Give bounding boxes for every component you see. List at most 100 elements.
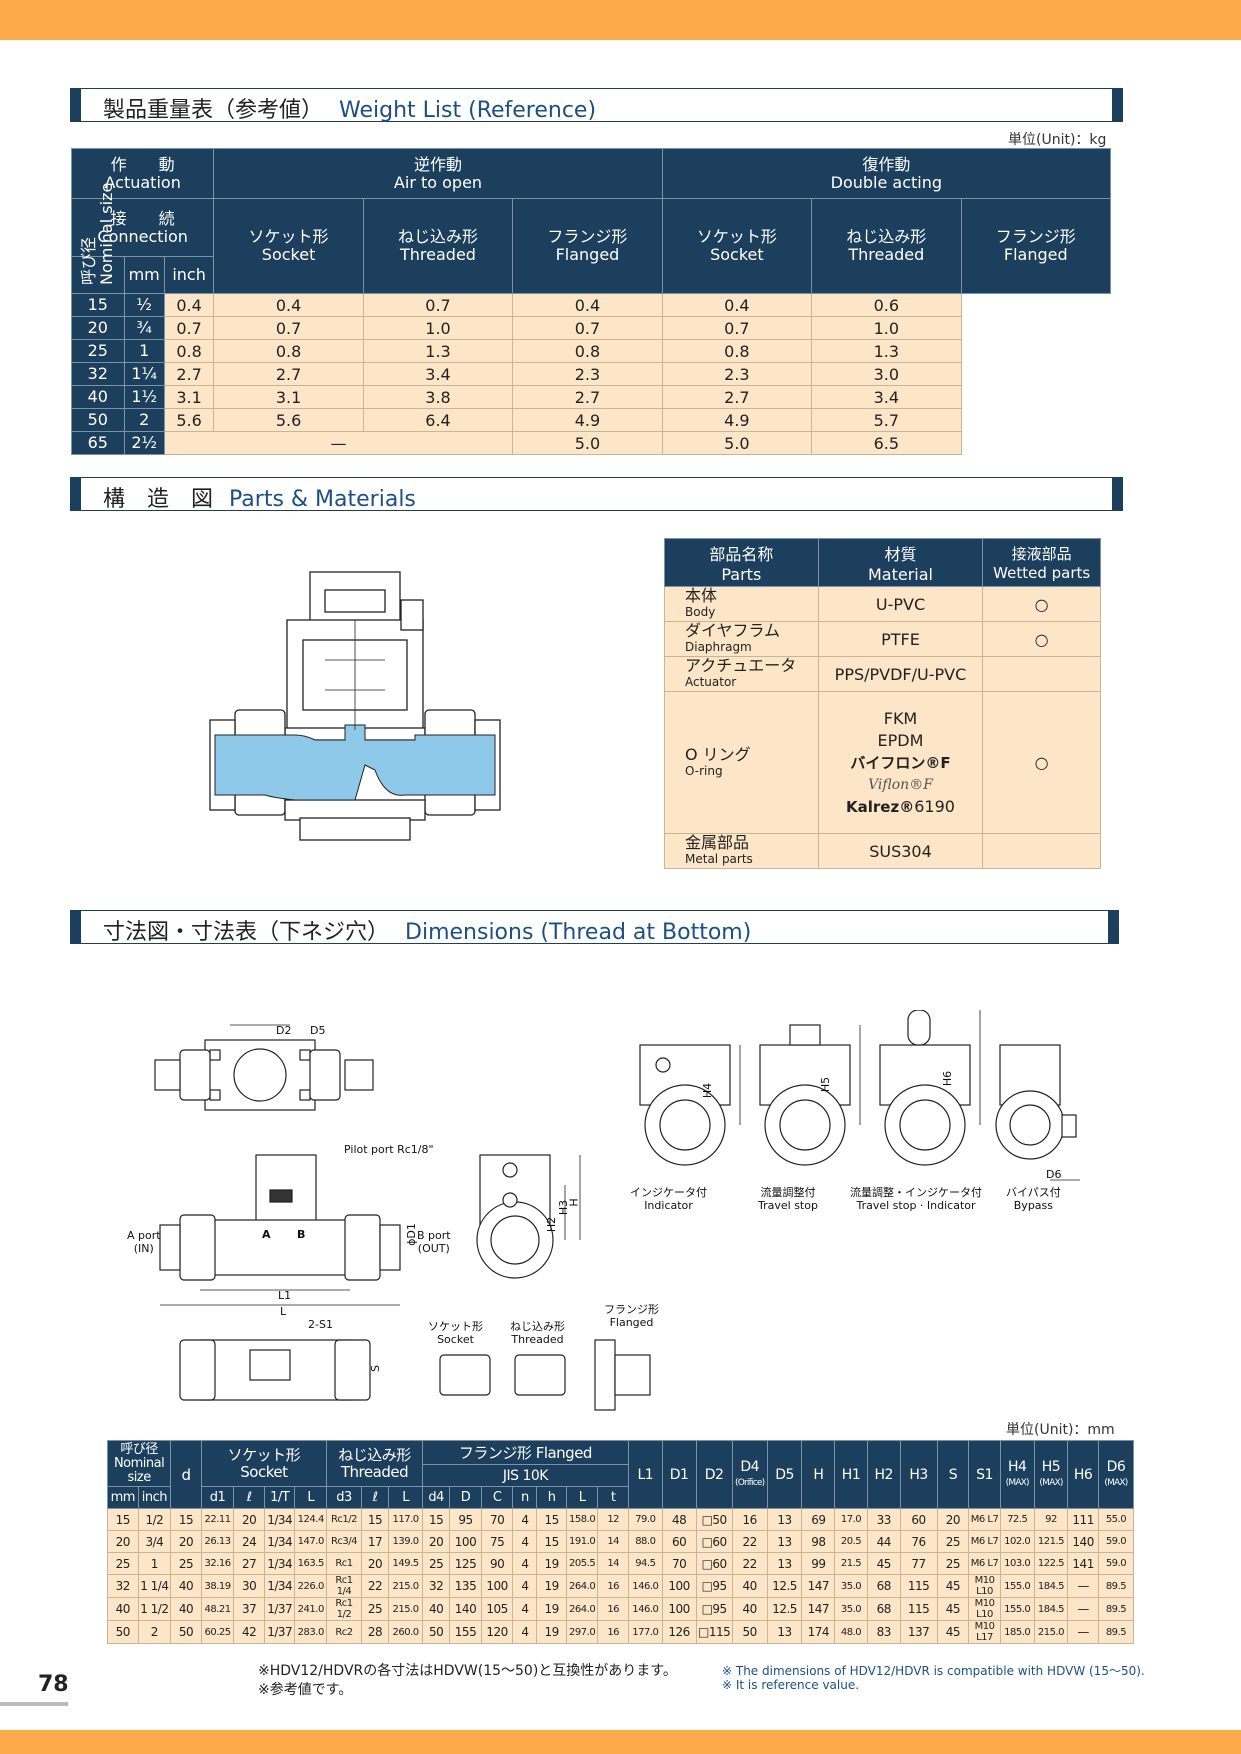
flanged-header: フランジ形 Flanged <box>421 1440 629 1465</box>
dimension-value: 28 <box>360 1620 390 1644</box>
dimension-value: 79.0 <box>627 1508 663 1531</box>
note-compat-en: ※ The dimensions of HDV12/HDVR is compat… <box>722 1664 1145 1678</box>
dimension-value: 191.0 <box>565 1530 599 1553</box>
dimension-value: 155 <box>449 1620 482 1644</box>
label-s: S <box>368 1365 382 1372</box>
parts-title-en: Parts & Materials <box>229 487 416 512</box>
dimension-value: 45 <box>936 1574 970 1598</box>
weight-mm: 20 <box>71 316 125 340</box>
dimension-value: 185.0 <box>999 1620 1035 1644</box>
part-material: U-PVC <box>817 586 984 622</box>
dimension-value: 205.5 <box>565 1552 599 1575</box>
weight-mm: 25 <box>71 339 125 363</box>
dimension-value: M6 L7 <box>968 1508 1001 1531</box>
weight-value: 5.7 <box>811 408 962 432</box>
dimension-value: 42 <box>233 1620 265 1644</box>
weight-value: 0.8 <box>512 339 663 363</box>
weight-value: 2.7 <box>512 385 663 409</box>
part-material: PPS/PVDF/U-PVC <box>817 656 984 692</box>
inch-header: inch <box>137 1486 172 1509</box>
dimension-value: 27 <box>233 1552 265 1575</box>
dimension-value: 1 1/4 <box>137 1574 172 1598</box>
dimension-value: Rc3/4 <box>326 1530 362 1553</box>
dimension-value: M10 L17 <box>968 1620 1001 1644</box>
dimension-value: 137 <box>899 1620 938 1644</box>
dimension-value: 75 <box>480 1530 514 1553</box>
dimension-value: 48.21 <box>200 1597 235 1621</box>
dimension-value: □95 <box>695 1597 733 1621</box>
dimension-value: 20.5 <box>834 1530 868 1553</box>
weight-value: 3.1 <box>213 385 364 409</box>
dimension-value: 100 <box>449 1530 482 1553</box>
dimension-value: 12 <box>597 1508 629 1531</box>
weight-inch: ¾ <box>123 316 165 340</box>
dimension-value: 1/34 <box>263 1508 296 1531</box>
label-2-s1: 2-S1 <box>308 1318 333 1331</box>
dimension-value: 26.13 <box>200 1530 235 1553</box>
h5-header: H5(MAX) <box>1033 1440 1069 1509</box>
dimension-value: 68 <box>866 1574 901 1598</box>
dim-col-header: 1/T <box>263 1486 296 1509</box>
dimension-value: 22 <box>360 1574 390 1598</box>
dimension-value: 90 <box>480 1552 514 1575</box>
dimension-value: 88.0 <box>627 1530 663 1553</box>
dimension-value: M10 L10 <box>968 1574 1001 1598</box>
dimension-value: 16 <box>597 1620 629 1644</box>
dimension-value: 13 <box>766 1508 803 1531</box>
weight-value: 1.0 <box>362 316 514 340</box>
weight-value: 0.7 <box>512 316 663 340</box>
dimension-value: 15 <box>421 1508 451 1531</box>
dimension-value: — <box>1067 1620 1099 1644</box>
part-wetted <box>982 656 1101 692</box>
dimension-value: 32 <box>421 1574 451 1598</box>
h3-header: H3 <box>899 1440 938 1509</box>
dimension-value: 121.5 <box>1033 1530 1069 1553</box>
dim-col-header: t <box>597 1486 629 1509</box>
dimension-value: 25 <box>360 1597 390 1621</box>
dimension-value: 13 <box>766 1620 803 1644</box>
dimension-value: 22 <box>731 1552 768 1575</box>
dimension-value: 89.5 <box>1097 1620 1135 1644</box>
dimension-value: 120 <box>480 1620 514 1644</box>
dimension-value: 32.16 <box>200 1552 235 1575</box>
dimension-value: 68 <box>866 1597 901 1621</box>
dimension-value: 40 <box>170 1574 202 1598</box>
dimension-value: 184.5 <box>1033 1597 1069 1621</box>
weight-value: 0.4 <box>512 293 663 317</box>
dimension-value: 95 <box>449 1508 482 1531</box>
weight-value: 6.4 <box>362 408 514 432</box>
dimension-value: 25 <box>936 1530 970 1553</box>
dimension-value: 22 <box>731 1530 768 1553</box>
d4-header: D4(Orifice) <box>731 1440 768 1509</box>
weight-title-jp: 製品重量表（参考値） <box>103 98 324 123</box>
dim-col-header: L <box>294 1486 328 1509</box>
weight-value: 1.0 <box>811 316 962 340</box>
dimension-value: 14 <box>597 1552 629 1575</box>
label-l: L <box>280 1305 287 1318</box>
dimension-value: 70 <box>480 1508 514 1531</box>
weight-value: 1.3 <box>811 339 962 363</box>
dimension-value: 70 <box>661 1552 697 1575</box>
dimension-value: 13 <box>766 1552 803 1575</box>
label-h6: H6 <box>941 1070 955 1087</box>
h1-header: H1 <box>834 1440 868 1509</box>
label-h3: H3 <box>557 1199 571 1216</box>
dimension-value: 50 <box>170 1620 202 1644</box>
weight-value: 5.6 <box>163 408 215 432</box>
dimension-value: 38.19 <box>200 1574 235 1598</box>
dimension-value: 15 <box>536 1530 567 1553</box>
dimension-value: 4 <box>512 1508 538 1531</box>
dimension-value: 59.0 <box>1097 1530 1135 1553</box>
dimension-value: 4 <box>512 1574 538 1598</box>
